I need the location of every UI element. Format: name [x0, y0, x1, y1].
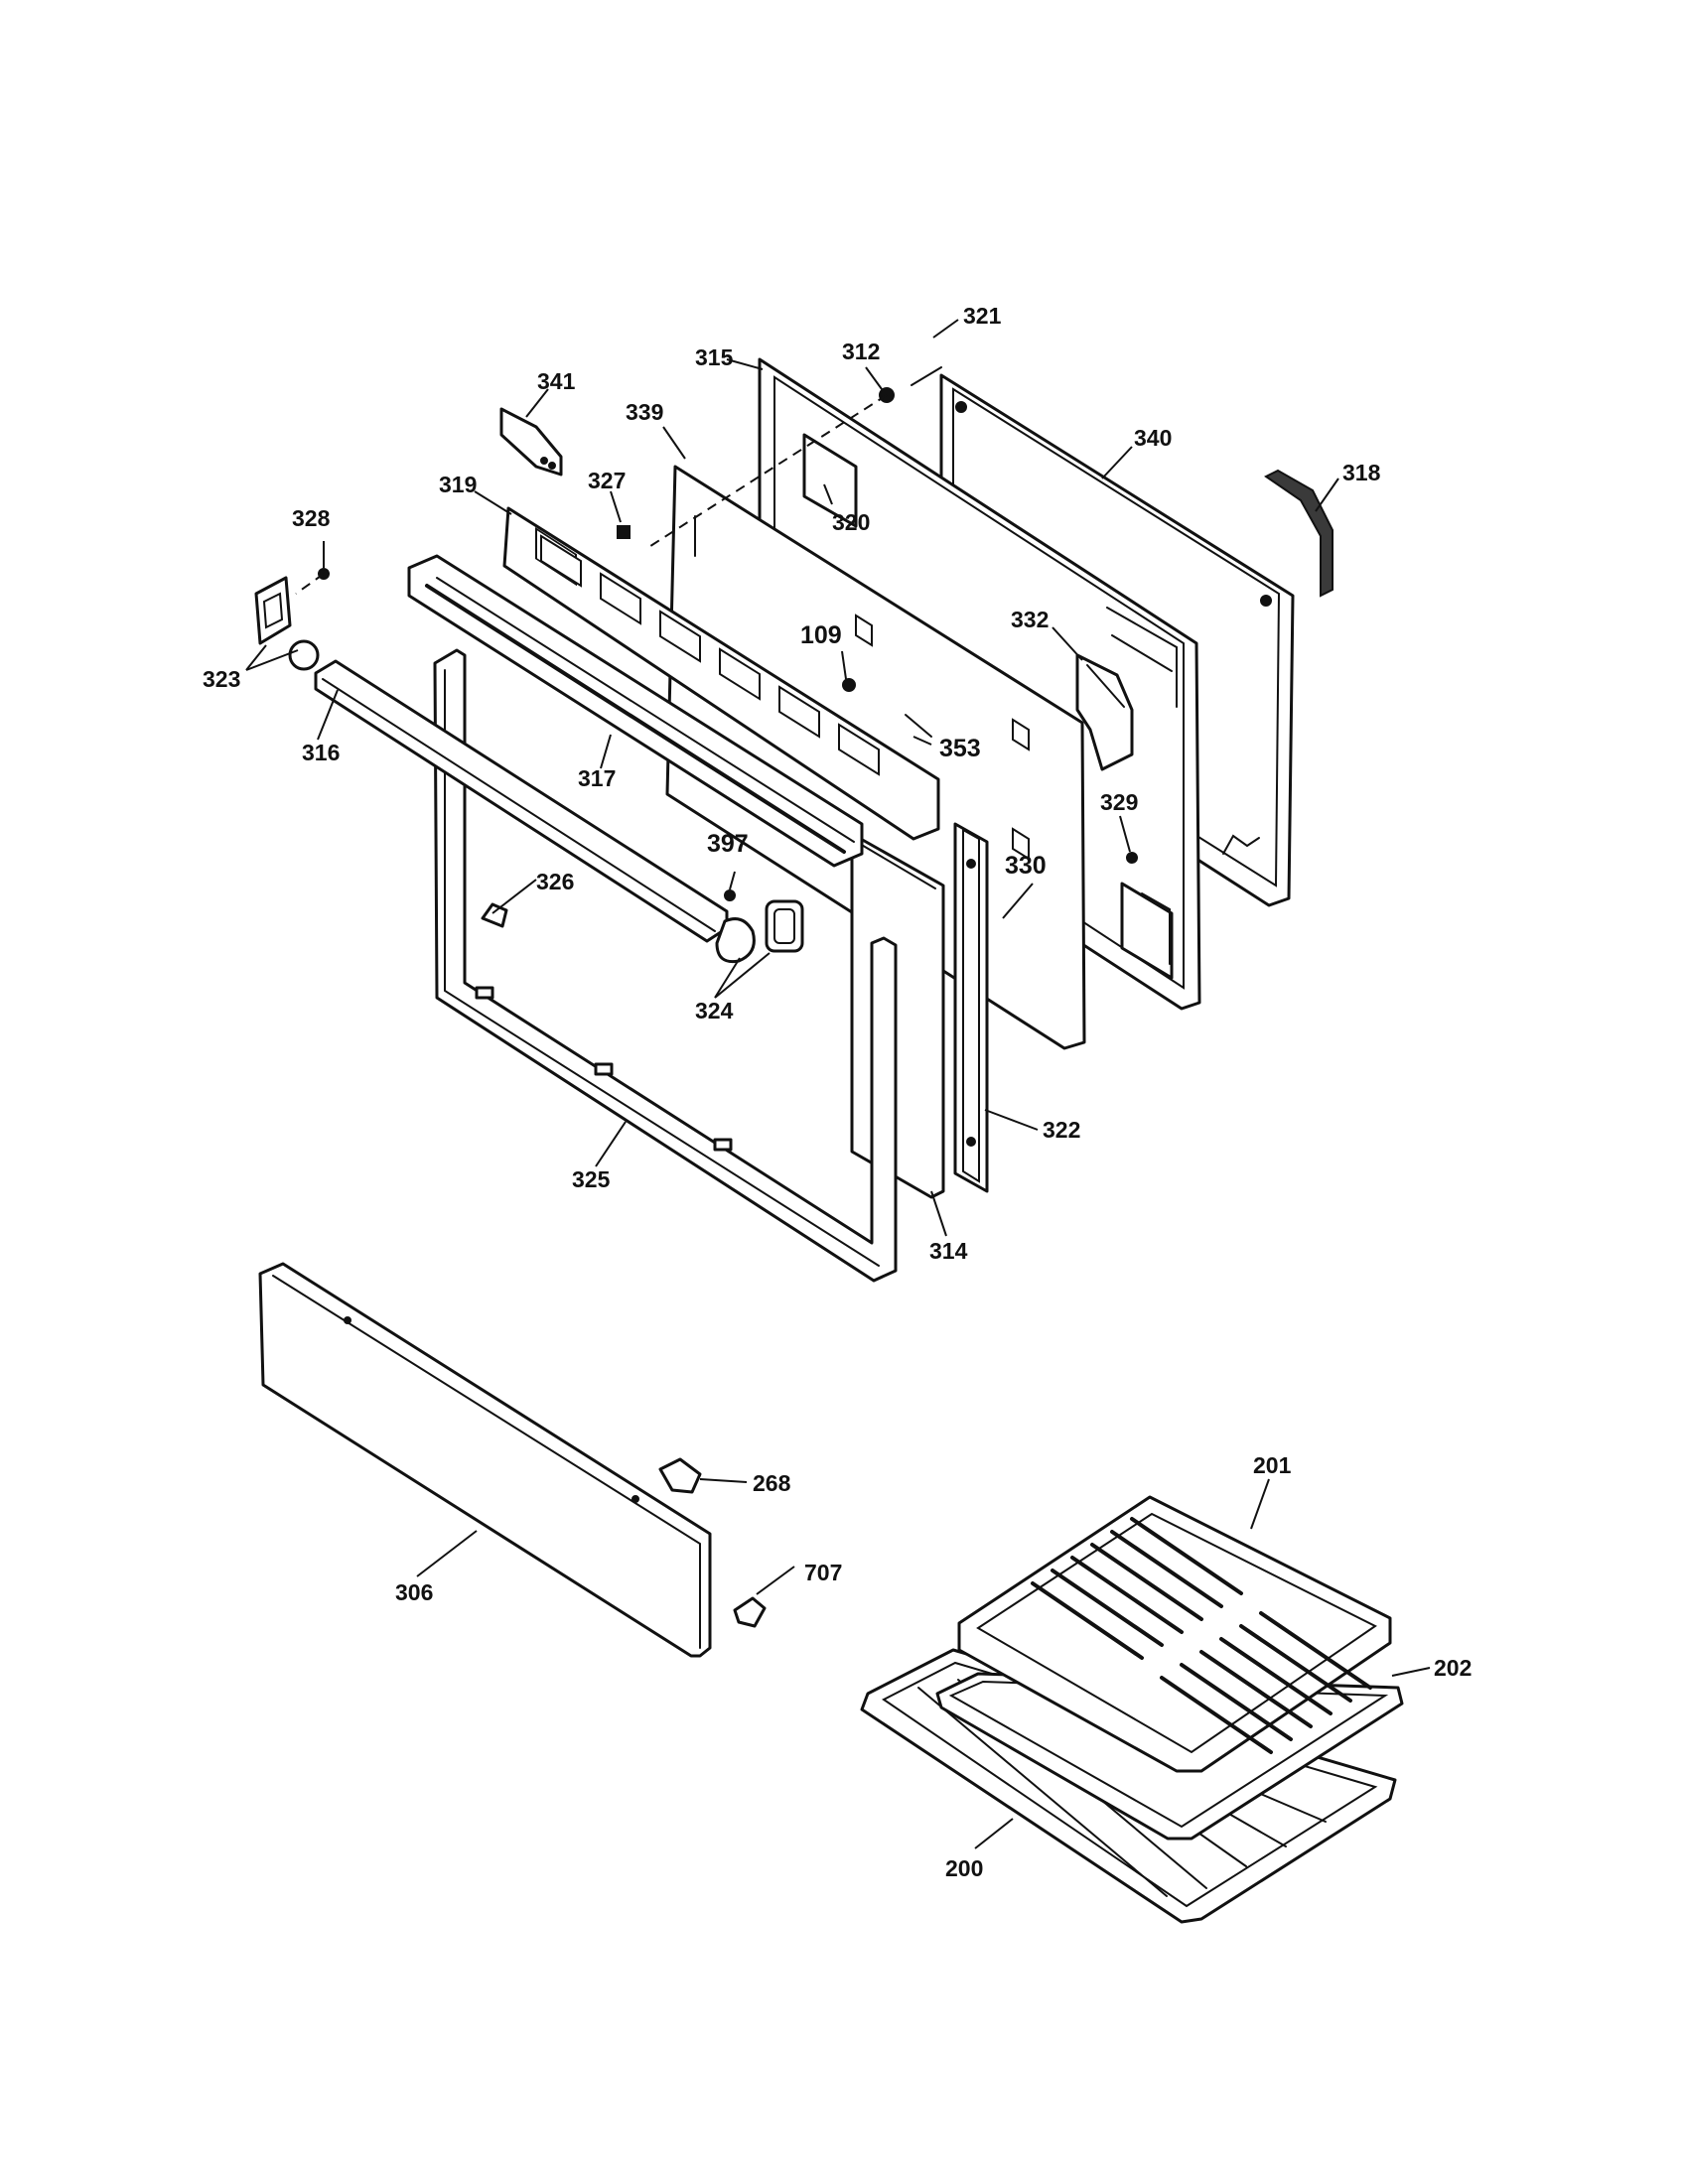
screw-397: [724, 889, 736, 901]
label-315: 315: [695, 344, 734, 370]
spring-326: [481, 902, 508, 928]
clip-327: [617, 525, 631, 539]
label-322: 322: [1043, 1117, 1080, 1143]
label-201: 201: [1253, 1452, 1292, 1478]
label-306: 306: [395, 1579, 433, 1605]
handle-end-cap-324: [715, 899, 804, 964]
insulation-314: [850, 832, 945, 1199]
label-328: 328: [292, 505, 331, 531]
door-frame-325: [433, 648, 898, 1283]
leader-lines: [245, 319, 1431, 1849]
drawer-front-panel-306: [258, 1262, 712, 1658]
label-317: 317: [578, 765, 616, 791]
label-109: 109: [800, 621, 842, 649]
label-321: 321: [963, 303, 1002, 329]
label-314: 314: [929, 1238, 968, 1264]
handle-end-cap-323: [254, 576, 320, 671]
label-397: 397: [707, 830, 749, 858]
hinge-332: [1075, 653, 1134, 771]
vent-plate-319: [502, 506, 940, 841]
label-320: 320: [832, 509, 870, 535]
label-324: 324: [695, 998, 734, 1024]
fasteners: [318, 366, 1138, 928]
label-330: 330: [1005, 852, 1047, 880]
label-340: 340: [1134, 425, 1172, 451]
label-332: 332: [1011, 607, 1049, 632]
label-353: 353: [939, 735, 981, 762]
label-319: 319: [439, 472, 477, 497]
label-202: 202: [1434, 1655, 1472, 1681]
label-323: 323: [203, 666, 240, 692]
bracket-707: [733, 1596, 767, 1628]
label-326: 326: [536, 869, 574, 894]
label-312: 312: [842, 339, 880, 364]
label-268: 268: [753, 1470, 791, 1496]
alignment-lines: [295, 394, 888, 595]
broiler-grid-201: [957, 1495, 1392, 1773]
door-trim-317: [407, 554, 864, 868]
label-707: 707: [804, 1560, 842, 1585]
clip-268: [658, 1457, 702, 1494]
bracket-341: [499, 407, 563, 477]
screw-109: [842, 678, 856, 692]
label-325: 325: [572, 1166, 611, 1192]
screw-353: [905, 714, 932, 738]
label-316: 316: [302, 740, 340, 765]
label-200: 200: [945, 1855, 983, 1881]
screw-329: [1126, 852, 1138, 864]
side-channel-322: [953, 822, 989, 1193]
screw-321: [911, 366, 942, 386]
grid-ribs: [1031, 1517, 1372, 1754]
part-labels: 341 339 315 312 321 340 318 319 327 320 …: [203, 303, 1472, 1881]
label-341: 341: [537, 368, 576, 394]
label-327: 327: [588, 468, 626, 493]
label-329: 329: [1100, 789, 1138, 815]
label-339: 339: [626, 399, 663, 425]
door-gasket-318: [1264, 469, 1333, 598]
label-318: 318: [1342, 460, 1381, 485]
